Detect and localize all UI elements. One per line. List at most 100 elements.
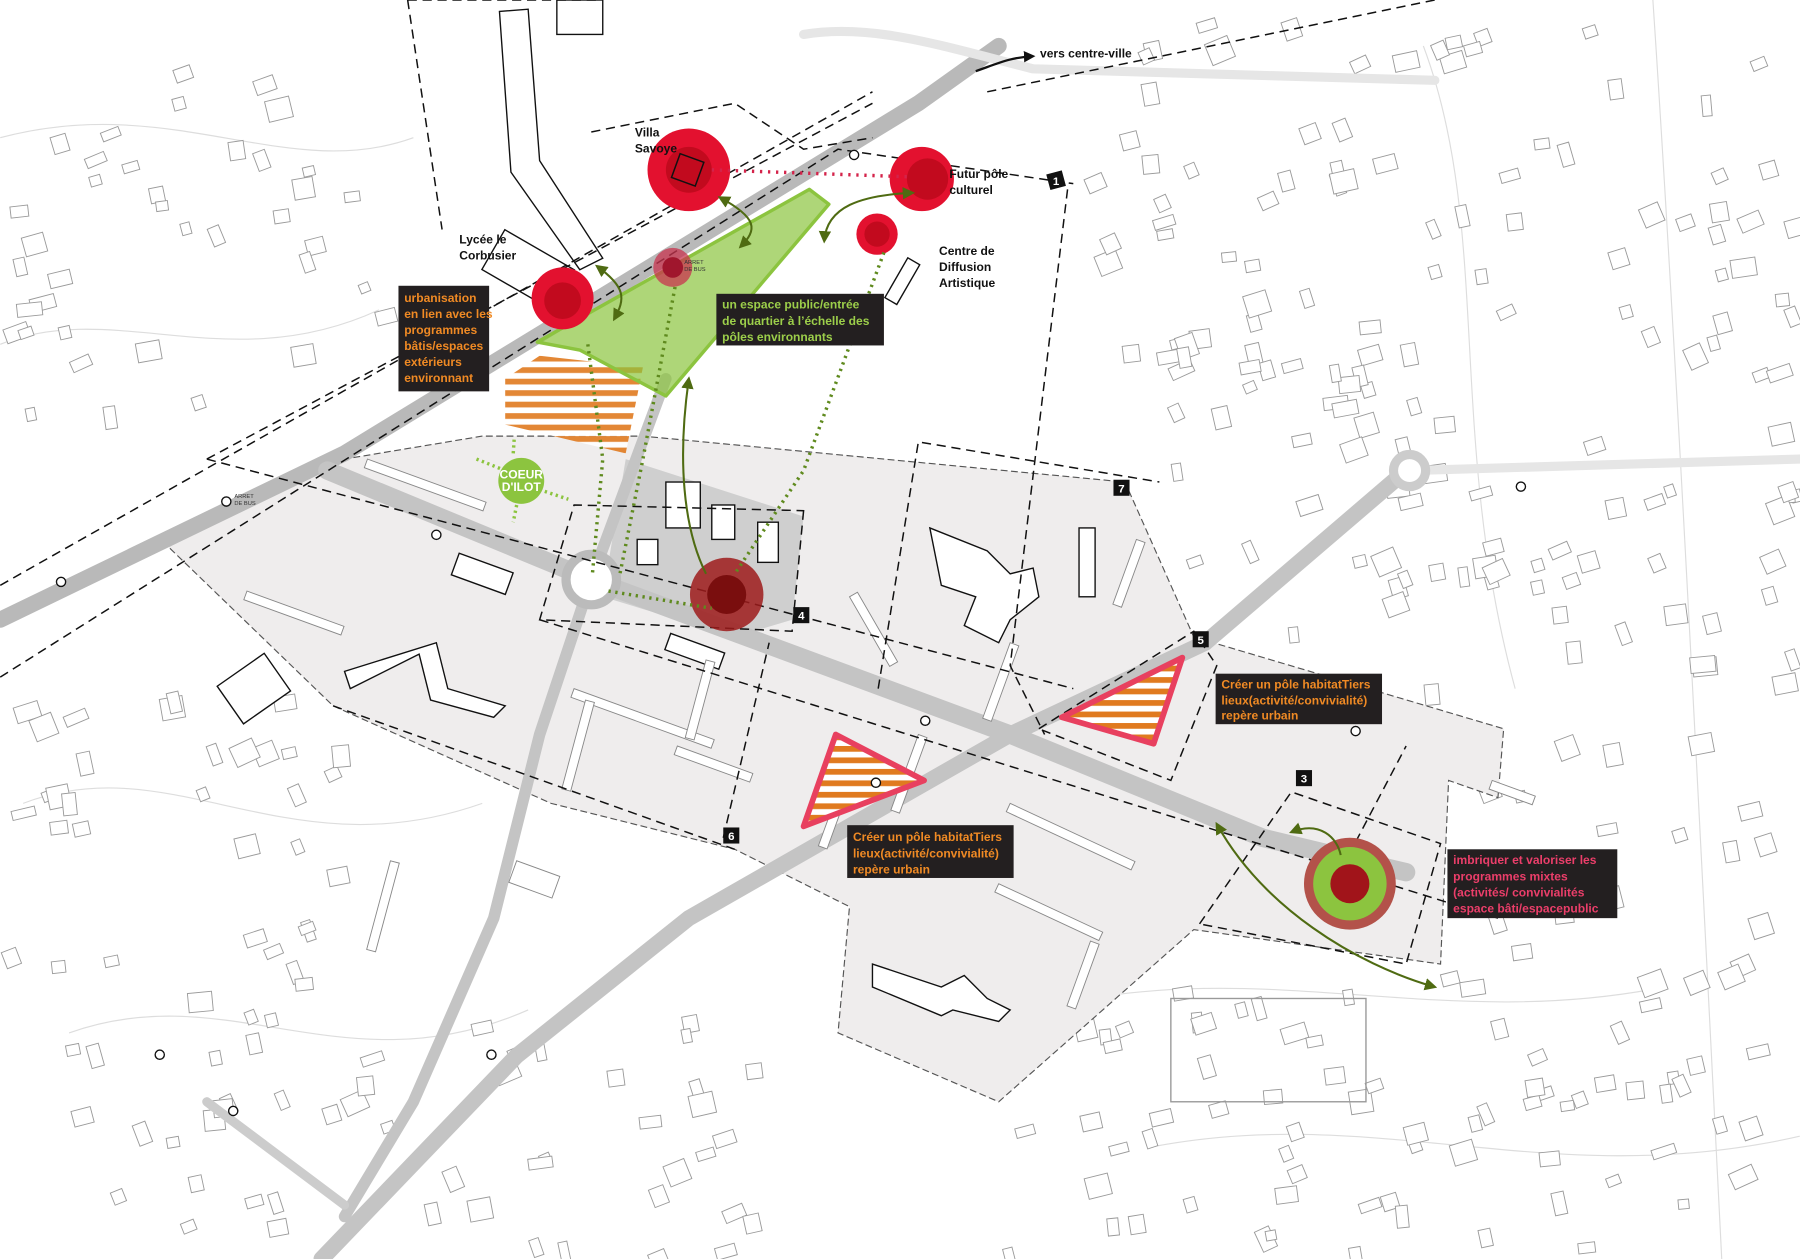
house-footprint [1477,1227,1494,1249]
house-footprint [1607,247,1631,271]
house-footprint [343,190,361,204]
house-footprint [1279,1021,1310,1046]
centre-diffusion-label: Diffusion [939,260,991,274]
villa-savoye-label: Savoye [635,142,677,156]
house-footprint [1671,826,1689,844]
house-footprint [1700,94,1713,118]
house-footprint [1736,209,1765,234]
house-footprint [1331,117,1354,143]
house-footprint [1609,1020,1631,1045]
svg-text:lieux(activité/convivialité): lieux(activité/convivialité) [853,846,999,860]
house-footprint [1170,462,1184,482]
pole-lycee [531,267,594,330]
zone-badge-3: 3 [1295,770,1313,787]
house-footprint [304,235,327,257]
house-footprint [70,1105,95,1128]
house-footprint [1298,287,1316,309]
svg-text:extérieurs: extérieurs [404,355,462,369]
centre-diffusion-label: Centre de [939,244,995,258]
house-footprint [286,783,307,808]
house-footprint [1406,396,1423,417]
house-footprint [1370,546,1403,578]
house-footprint [272,208,291,225]
house-footprint [1760,585,1779,606]
house-footprint [102,405,119,431]
house-footprint [1102,1038,1123,1055]
house-footprint [109,1187,128,1206]
slab-building [570,688,715,749]
house-footprint [205,742,224,767]
house-footprint [1396,569,1414,590]
house-footprint [62,707,90,728]
house-footprint [1490,1017,1510,1041]
house-footprint [357,281,372,295]
house-footprint [47,268,74,290]
svg-text:urbanisation: urbanisation [404,291,476,305]
house-footprint [1262,1088,1284,1106]
house-footprint [1337,375,1362,395]
house-footprint [1428,562,1447,583]
house-footprint [1241,539,1260,565]
house-footprint [10,805,37,822]
house-footprint [1607,78,1625,101]
house-footprint [1749,55,1769,73]
slab-building [673,745,754,783]
house-footprint [528,1236,545,1259]
house-footprint [1474,268,1489,286]
house-footprint [1783,305,1800,329]
house-footprint [290,343,317,368]
house-footprint [1577,1241,1597,1255]
house-footprint [1638,997,1663,1014]
slab-building [363,458,487,512]
lycee-label: Lycée le [459,232,506,246]
house-footprint [1423,683,1441,706]
house-footprint [1242,289,1273,319]
house-footprint [1182,1195,1199,1214]
house-footprint [1264,1229,1278,1242]
house-footprint [1707,223,1727,246]
house-footprint [1106,1217,1120,1237]
house-footprint [1210,405,1233,431]
house-footprint [1565,640,1583,665]
svg-text:7: 7 [1118,483,1124,495]
annotation-urbanisation: urbanisation en lien avec les programmes… [398,285,493,392]
house-footprint [57,324,73,341]
house-footprint [323,765,343,784]
house-footprint [165,690,184,715]
house-footprint [1244,258,1262,274]
house-footprint [1121,343,1142,364]
house-footprint [1647,552,1667,574]
house-footprint [1767,421,1796,447]
house-footprint [647,1184,671,1209]
villa-savoye-label: Villa [635,126,660,140]
svg-text:5: 5 [1197,635,1204,647]
house-footprint [1784,648,1800,672]
house-footprint [713,1242,738,1259]
house-footprint [20,231,49,258]
house-footprint [172,64,195,84]
roundabout-west [561,549,622,610]
house-footprint [1640,325,1662,349]
house-footprint [1291,432,1313,449]
house-footprint [1339,436,1369,464]
house-footprint [1604,1173,1623,1189]
pole-southeast [1303,837,1396,930]
house-footprint [1559,1099,1576,1113]
house-footprint [1234,1001,1249,1019]
house-footprint [1351,553,1368,569]
house-footprint [1467,1114,1484,1133]
house-footprint [1323,1066,1347,1086]
pole-futur-culturel [889,146,954,212]
house-footprint [1148,1107,1175,1128]
house-footprint [638,1114,663,1130]
house-footprint [557,1240,572,1259]
house-footprint [1439,970,1461,988]
house-footprint [85,1042,105,1070]
house-footprint [1706,334,1721,353]
house-footprint [83,150,108,170]
house-footprint [1357,1196,1383,1215]
house-footprint [1238,358,1262,376]
house-footprint [1722,839,1741,864]
house-footprint [228,737,261,769]
house-footprint [1196,1054,1217,1080]
